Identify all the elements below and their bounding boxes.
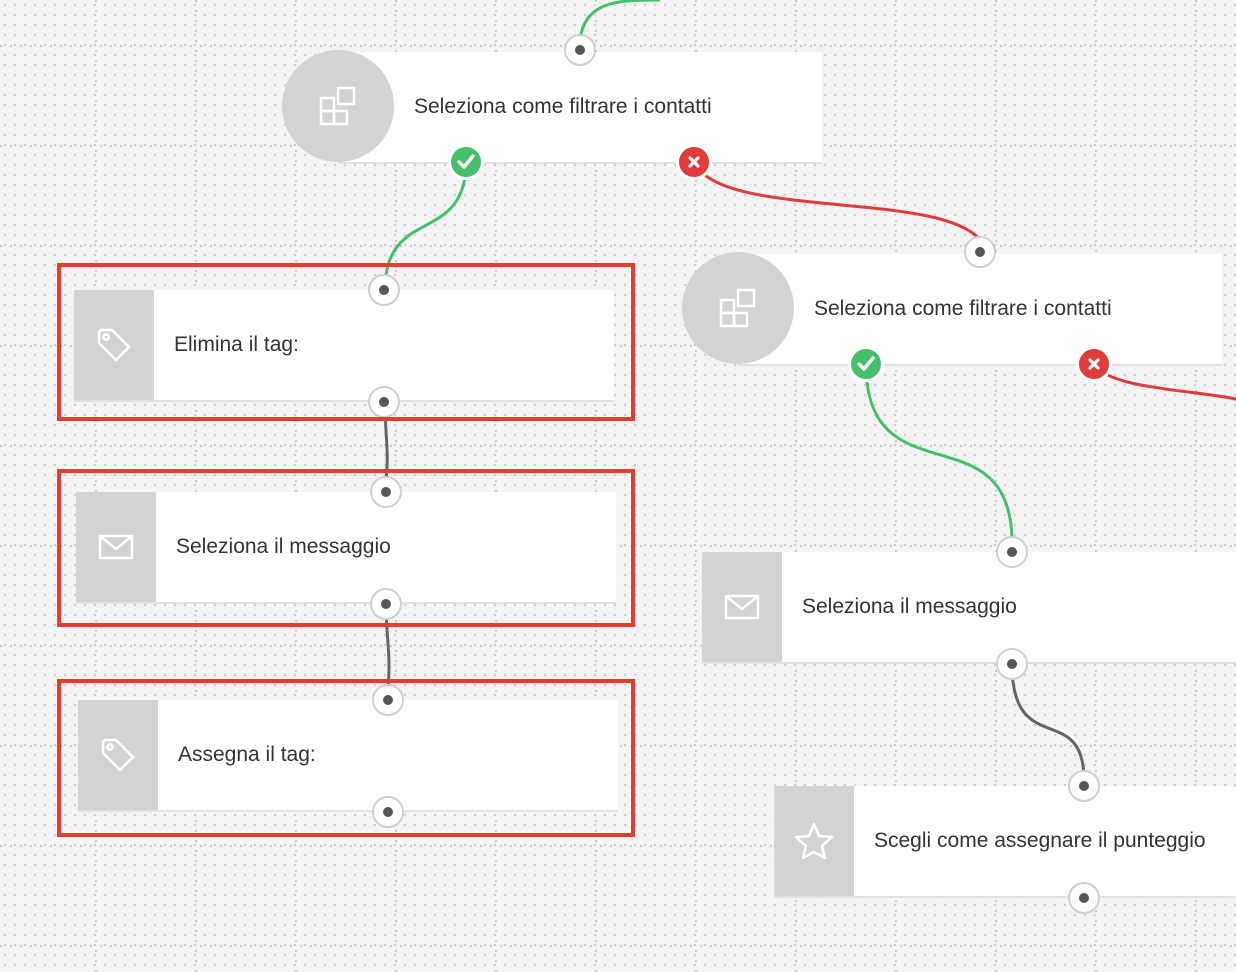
selection-highlight <box>57 469 635 627</box>
select-message-right-output-port[interactable] <box>996 648 1028 680</box>
envelope-icon <box>76 492 156 602</box>
wire-yes-to-remove-tag <box>384 161 468 276</box>
yes-branch-check-icon[interactable] <box>848 346 884 382</box>
score-label: Scegli come assegnare il punteggio <box>874 829 1206 852</box>
remove-tag-node[interactable]: Elimina il tag: <box>74 290 614 402</box>
select-message-right-label: Seleziona il messaggio <box>802 595 1017 618</box>
filter-node-top[interactable]: Seleziona come filtrare i contatti <box>338 52 822 164</box>
select-message-right-input-port[interactable] <box>996 536 1028 568</box>
score-output-port[interactable] <box>1068 882 1100 914</box>
filter-node-right-label: Seleziona come filtrare i contatti <box>814 297 1112 320</box>
wire-no-right-out <box>1092 363 1236 401</box>
filter-node-right[interactable]: Seleziona come filtrare i contatti <box>738 254 1222 366</box>
remove-tag-output-port[interactable] <box>368 386 400 418</box>
score-input-port[interactable] <box>1068 770 1100 802</box>
selection-highlight <box>57 263 635 421</box>
filter-blocks-icon <box>682 252 794 364</box>
wire-yes-to-message-right <box>864 363 1014 541</box>
assign-tag-output-port[interactable] <box>372 796 404 828</box>
remove-tag-input-port[interactable] <box>368 274 400 306</box>
no-branch-x-icon[interactable] <box>1076 346 1112 382</box>
assign-tag-label: Assegna il tag: <box>178 743 316 766</box>
assign-tag-node[interactable]: Assegna il tag: <box>78 700 618 812</box>
selection-highlight <box>57 679 635 837</box>
tag-icon <box>74 290 154 400</box>
envelope-icon <box>702 552 782 662</box>
select-message-node-right[interactable]: Seleziona il messaggio <box>702 552 1236 664</box>
select-message-left-label: Seleziona il messaggio <box>176 535 391 558</box>
filter-blocks-icon <box>282 50 394 162</box>
remove-tag-label: Elimina il tag: <box>174 333 299 356</box>
star-icon <box>774 786 854 896</box>
yes-branch-check-icon[interactable] <box>448 144 484 180</box>
assign-tag-input-port[interactable] <box>372 684 404 716</box>
filter-top-input-port[interactable] <box>564 34 596 66</box>
filter-right-input-port[interactable] <box>964 236 996 268</box>
tag-icon <box>78 700 158 810</box>
wire-incoming-top <box>578 0 661 41</box>
wire-message-to-score <box>1010 663 1086 781</box>
score-node[interactable]: Scegli come assegnare il punteggio <box>774 786 1236 898</box>
select-message-node-left[interactable]: Seleziona il messaggio <box>76 492 616 604</box>
filter-node-top-label: Seleziona come filtrare i contatti <box>414 95 712 118</box>
wire-no-to-filter-right <box>692 161 982 241</box>
no-branch-x-icon[interactable] <box>676 144 712 180</box>
